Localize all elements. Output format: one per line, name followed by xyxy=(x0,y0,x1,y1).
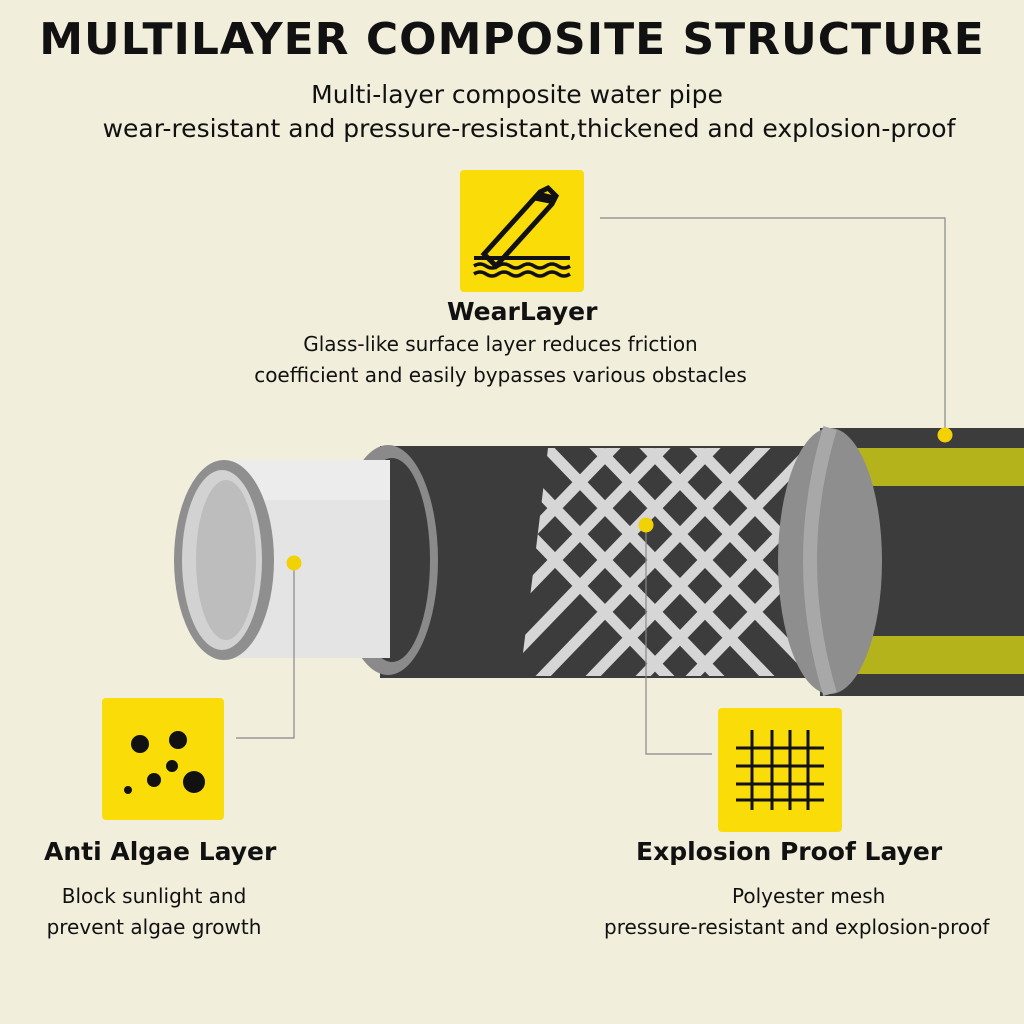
outer-hose-end-ring xyxy=(778,425,882,697)
wear-layer-description: Glass-like surface layer reduces frictio… xyxy=(224,329,777,391)
explosion-proof-desc-line-1: Polyester mesh xyxy=(732,884,886,908)
grid-mesh-icon xyxy=(718,708,842,832)
subtitle-line-2: wear-resistant and pressure-resistant,th… xyxy=(102,114,956,143)
wear-layer-desc-line-1: Glass-like surface layer reduces frictio… xyxy=(303,332,698,356)
anti-algae-layer-title: Anti Algae Layer xyxy=(44,837,277,866)
wear-layer-title: WearLayer xyxy=(447,297,598,326)
algae-layer-marker-dot xyxy=(286,555,302,571)
anti-algae-desc-line-2: prevent algae growth xyxy=(46,915,262,939)
mesh-layer-marker-dot xyxy=(638,517,654,533)
page-title: MULTILAYER COMPOSITE STRUCTURE xyxy=(39,14,985,65)
subtitle-line-1: Multi-layer composite water pipe xyxy=(311,80,723,109)
explosion-proof-layer-description: Polyester mesh pressure-resistant and ex… xyxy=(604,881,1024,943)
anti-algae-layer-description: Block sunlight and prevent algae growth xyxy=(20,881,288,943)
wear-layer-marker-dot xyxy=(937,427,953,443)
explosion-proof-desc-line-2: pressure-resistant and explosion-proof xyxy=(604,915,990,939)
inner-white-tube xyxy=(174,460,390,660)
knife-cutting-surface-icon xyxy=(460,170,584,292)
dots-icon xyxy=(102,698,224,820)
anti-algae-desc-line-1: Block sunlight and xyxy=(61,884,247,908)
polyester-mesh xyxy=(520,448,830,676)
explosion-proof-layer-title: Explosion Proof Layer xyxy=(636,837,943,866)
wear-layer-desc-line-2: coefficient and easily bypasses various … xyxy=(254,363,747,387)
